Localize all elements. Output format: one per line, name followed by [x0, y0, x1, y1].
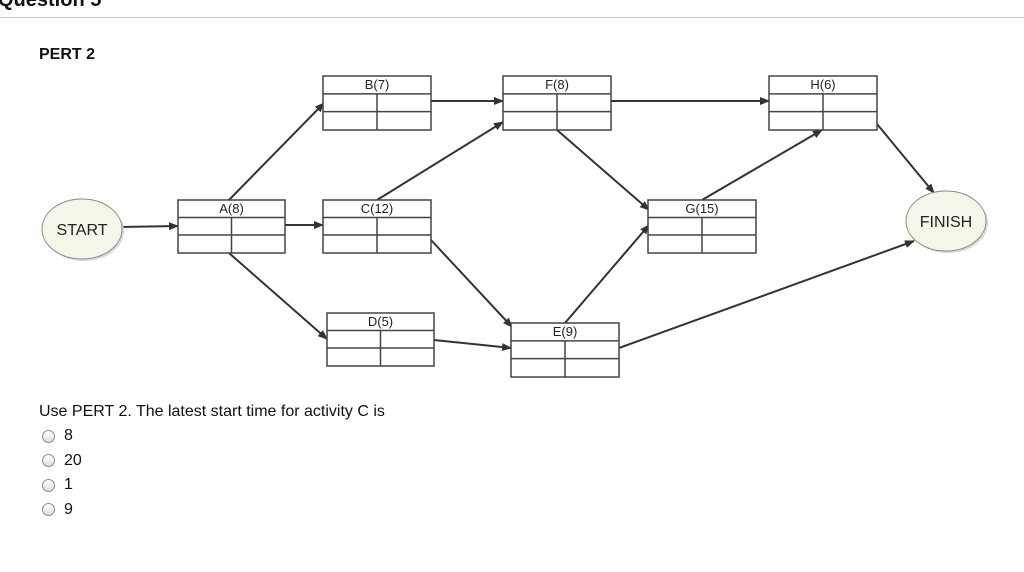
- edge-d-e: [433, 339, 512, 352]
- activity-node-d: D(5): [326, 312, 435, 367]
- activity-node-g: G(15): [647, 199, 757, 254]
- edge-g-h: [701, 129, 823, 201]
- edge-a-b: [228, 102, 325, 201]
- activity-label: B(7): [365, 77, 390, 92]
- activity-node-a: A(8): [177, 199, 286, 254]
- start-node: START: [41, 198, 124, 261]
- question-title: Question 5: [0, 0, 102, 11]
- activity-label: E(9): [553, 324, 578, 339]
- radio-button[interactable]: [42, 454, 55, 468]
- answer-option-label: 1: [64, 476, 73, 494]
- edge-start-a: [121, 222, 179, 231]
- answer-options: 8 20 1 9: [42, 424, 82, 522]
- answer-option[interactable]: 20: [42, 449, 82, 474]
- activity-node-e: E(9): [510, 322, 620, 378]
- activity-label: F(8): [545, 77, 569, 92]
- edge-c-f: [376, 121, 504, 201]
- answer-option-label: 20: [64, 451, 82, 469]
- answer-option[interactable]: 8: [42, 424, 82, 449]
- edge-h-finish: [876, 123, 935, 194]
- activity-node-b: B(7): [322, 75, 432, 131]
- radio-button[interactable]: [42, 429, 55, 443]
- edge-c-e: [430, 239, 513, 328]
- activity-label: H(6): [810, 77, 835, 92]
- activity-label: A(8): [219, 201, 244, 216]
- diagram-title: PERT 2: [39, 46, 96, 63]
- activity-label: C(12): [361, 201, 394, 216]
- edge-f-g: [556, 129, 650, 211]
- finish-label: FINISH: [920, 214, 972, 231]
- question-text: Use PERT 2. The latest start time for ac…: [39, 403, 385, 420]
- finish-node: FINISH: [905, 190, 988, 253]
- start-label: START: [57, 222, 108, 239]
- radio-button[interactable]: [42, 478, 55, 492]
- answer-option-label: 9: [64, 500, 73, 518]
- answer-option[interactable]: 1: [42, 473, 82, 498]
- edge-e-finish: [618, 240, 915, 349]
- activity-node-c: C(12): [322, 199, 432, 254]
- activity-label: G(15): [685, 201, 718, 216]
- radio-button[interactable]: [42, 503, 55, 517]
- edge-e-g: [564, 224, 650, 324]
- answer-option[interactable]: 9: [42, 498, 82, 523]
- answer-option-label: 8: [64, 427, 73, 445]
- edge-a-d: [228, 252, 328, 340]
- activity-node-f: F(8): [502, 75, 612, 131]
- question-header: Question 5: [0, 0, 1024, 18]
- pert-diagram: START FINISH A(8) B(7) C(12) D(5) E(9) F(8) G(15…: [41, 75, 988, 378]
- activity-node-h: H(6): [768, 75, 878, 131]
- activity-label: D(5): [368, 314, 393, 329]
